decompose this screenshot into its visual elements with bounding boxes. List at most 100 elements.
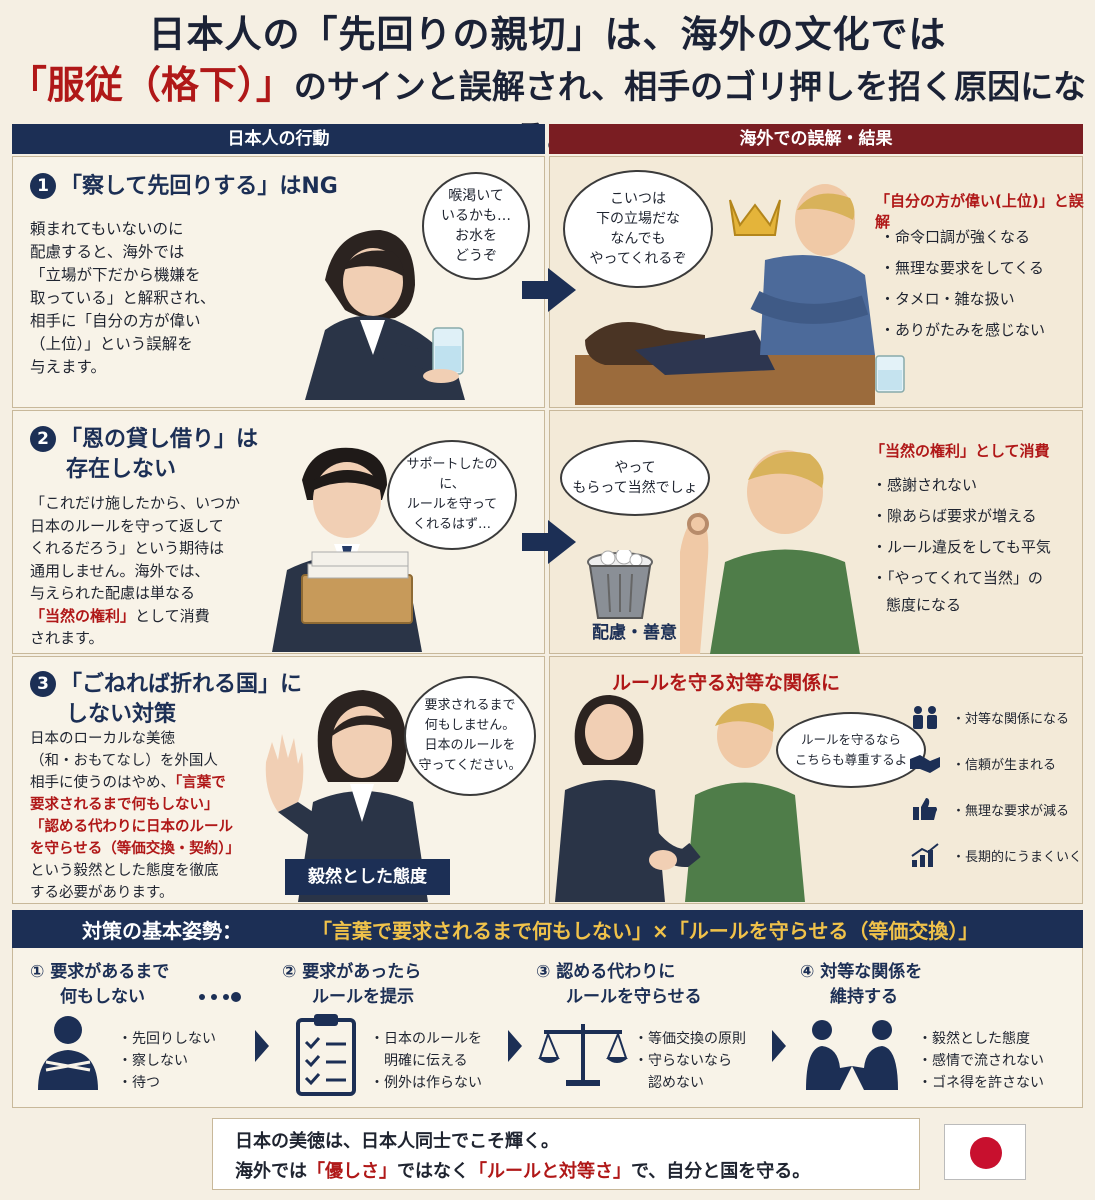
bubble-line: 下の立場だな [595, 211, 680, 227]
conclusion-highlight: 「ルールと対等さ」 [469, 1161, 631, 1182]
title-line1: 日本人の「先回りの親切」は、海外の文化では [148, 13, 947, 56]
bubble-line: やって [614, 460, 656, 476]
basic-stance-label: 対策の基本姿勢： [82, 919, 242, 943]
section-2-result-title: 「当然の権利」として消費 [870, 442, 1050, 460]
step-title-line: ③ 認める代わりに [536, 962, 676, 982]
section-3-result-title: ルールを守る対等な関係に [612, 672, 841, 694]
section-2-title-line: 存在しない [66, 457, 177, 482]
step-items: 日本のルールを 明確に伝える 例外は作らない [370, 1028, 482, 1094]
dots-icon [199, 992, 241, 1002]
balance-scale-icon [538, 1024, 628, 1086]
two-people-icon [908, 703, 942, 731]
step-item: 等価交換の原則 [634, 1028, 746, 1050]
people-handshake-icon [806, 1020, 898, 1090]
section-2-body-line: されます。 [30, 629, 104, 647]
conclusion-box: 日本の美徳は、日本人同士でこそ輝く。 海外では「優しさ」ではなく「ルールと対等さ… [212, 1118, 920, 1190]
bubble-line: くれるはず… [412, 517, 491, 532]
bubble-line: なんでも [610, 231, 666, 247]
section-3-body-highlight: 「言葉で [175, 775, 226, 791]
result-item: ・対等な関係になる [908, 694, 1082, 740]
section-2-body-line: 与えられた配慮は単なる [30, 584, 196, 602]
title-highlight: 「服従（格下）」 [8, 63, 294, 107]
step-item: 待つ [118, 1072, 216, 1094]
bubble-line: ルールを守るなら [800, 732, 901, 747]
step-title-line: ルールを守らせる [566, 987, 702, 1007]
section-2-body: 「これだけ施したから、いつか 日本のルールを守って返して くれるだろう」という期… [30, 492, 280, 650]
step-title: ④ 対等な関係を 維持する [800, 960, 922, 1010]
growth-chart-icon [908, 841, 942, 869]
trash-label: 配慮・善意 [592, 623, 677, 643]
section-3-body-highlight: 「認める代わりに [30, 819, 146, 835]
thumbs-up-icon [908, 795, 942, 823]
section-1-result-list: 命令口調が強くなる 無理な要求をしてくる タメロ・雑な扱い ありがたみを感じない [880, 222, 1045, 346]
conclusion-text: で、自分と国を守る。 [631, 1161, 811, 1182]
step-title-line: ルールを提示 [312, 987, 414, 1007]
result-item: 無理な要求をしてくる [880, 253, 1045, 284]
step-2: ② 要求があったら ルールを提示 日本のルールを 明確に伝える 例外は作らない [282, 960, 527, 1100]
step-title-line: 何もしない [60, 987, 145, 1007]
section-3-body: 日本のローカルな美徳 （和・おもてなし）を外国人 相手に使うのはやめ、「言葉で … [30, 728, 280, 904]
japan-flag-icon [944, 1124, 1026, 1180]
result-item-label: ・長期的にうまくいく [952, 849, 1083, 865]
person-arms-crossed-icon [38, 1016, 98, 1090]
section-3-body-line: という毅然とした態度を徹底 [30, 863, 219, 879]
result-item: ・長期的にうまくいく [908, 832, 1082, 878]
water-glass-icon [875, 355, 905, 393]
result-item: 隙あらば要求が増える [872, 501, 1051, 532]
section-2-speech-bubble: サポートしたのに、 ルールを守って くれるはず… [387, 440, 517, 550]
section-2-body-line: くれるだろう」という期待は [30, 539, 225, 557]
conclusion-line2: 海外では「優しさ」ではなく「ルールと対等さ」で、自分と国を守る。 [235, 1157, 810, 1183]
section-2-body-line: 日本のルールを守って返して [30, 516, 224, 535]
step-title-line: ① 要求があるまで [30, 962, 170, 982]
bubble-line: 要求されるまで [424, 698, 516, 713]
section-1-right-speech-bubble: こいつは 下の立場だな なんでも やってくれるぞ [563, 170, 713, 288]
basic-stance-motto: 「言葉で要求されるまで何もしない」×「ルールを守らせる（等価交換）」 [312, 919, 979, 943]
result-item-label: ・信頼が生まれる [952, 757, 1057, 773]
step-3: ③ 認める代わりに ルールを守らせる 等価交換の原則 守らないなら 認めない [536, 960, 781, 1100]
section-1-body-line: 与えます。 [30, 358, 106, 376]
woman-offering-water-illustration [305, 230, 465, 400]
section-1-body: 頼まれてもいないのに 配慮すると、海外では 「立場が下だから機嫌を 取っている」… [30, 218, 260, 379]
result-item: 感謝されない [872, 470, 1051, 501]
arrow-right-icon [522, 520, 576, 564]
crown-icon [729, 199, 781, 236]
result-item: ・信頼が生まれる [908, 740, 1082, 786]
section-2-right-speech-bubble: やって もらって当然でしょ [560, 440, 710, 516]
step-item: 感情で流されない [918, 1050, 1044, 1072]
section-1-title-text: 「察して先回りする」はNG [60, 174, 338, 199]
firm-attitude-badge: 毅然とした態度 [285, 859, 450, 895]
result-item: ・無理な要求が減る [908, 786, 1082, 832]
step-item: 認めない [648, 1075, 704, 1091]
section-3-body-highlight: を守らせる（等価交換・契約）」 [30, 841, 240, 857]
step-item: 日本のルールを [370, 1028, 482, 1050]
bubble-line: こいつは [609, 191, 666, 207]
section-3-speech-bubble: 要求されるまで 何もしません。 日本のルールを 守ってください。 [404, 676, 536, 796]
step-item: 毅然とした態度 [918, 1028, 1044, 1050]
result-item: 「やってくれて当然」の [872, 563, 1051, 594]
section-3-title-line: しない対策 [66, 702, 177, 727]
step-items: 等価交換の原則 守らないなら 認めない [634, 1028, 746, 1094]
section-3-number: 3 [30, 671, 56, 697]
chevron-right-icon [255, 1030, 269, 1062]
result-item: 命令口調が強くなる [880, 222, 1045, 253]
basic-stance-header: 対策の基本姿勢： 「言葉で要求されるまで何もしない」×「ルールを守らせる（等価交… [12, 910, 1083, 948]
section-3-title-line: 「ごねれば折れる国」に [60, 672, 303, 697]
section-1-title: 1「察して先回りする」はNG [30, 172, 338, 202]
conclusion-line1: 日本の美徳は、日本人同士でこそ輝く。 [235, 1131, 559, 1152]
section-3-body-line: （和・おもてなし）を外国人 [30, 753, 218, 769]
chevron-right-icon [508, 1030, 522, 1062]
flag-sun [970, 1137, 1002, 1169]
trash-can-icon [587, 550, 653, 619]
section-2-body-highlight: 「当然の権利」 [30, 606, 136, 625]
conclusion-text: 海外では [235, 1161, 307, 1182]
result-item-label: ・対等な関係になる [952, 711, 1070, 727]
step-4: ④ 対等な関係を 維持する 毅然とした態度 感情で流されない ゴネ得を許さない [800, 960, 1070, 1100]
step-title: ② 要求があったら ルールを提示 [282, 960, 421, 1010]
section-1-body-line: （上位）」という誤解を [30, 335, 193, 353]
worried-man-illustration [272, 447, 422, 652]
column-header-left: 日本人の行動 [12, 124, 545, 154]
smug-man-illustration [680, 450, 860, 654]
bubble-line: サポートしたのに、 [406, 457, 498, 492]
page-title: 日本人の「先回りの親切」は、海外の文化では 「服従（格下）」のサインと誤解され、… [0, 10, 1095, 156]
bubble-line: こちらも尊重するよ [794, 752, 908, 767]
